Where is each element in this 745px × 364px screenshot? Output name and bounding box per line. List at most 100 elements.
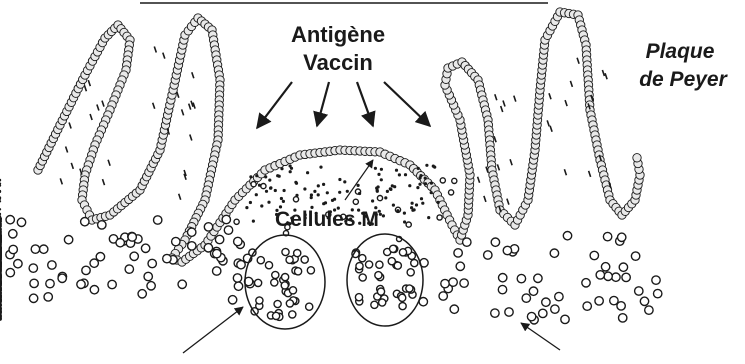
antigen-particle <box>380 178 383 181</box>
lymphocyte <box>0 178 457 183</box>
lymphocyte <box>0 189 361 194</box>
antigen-particle <box>433 166 436 169</box>
lymphocyte <box>0 315 569 323</box>
antigen-particle <box>319 166 322 169</box>
villus-cell-mark <box>495 94 497 100</box>
antigen-particle <box>417 167 420 170</box>
antigen-particle <box>384 196 387 199</box>
villus-cell-mark <box>103 179 105 185</box>
lymphocyte <box>0 294 38 302</box>
lymphocyte <box>0 297 649 305</box>
antigen-particle <box>326 191 329 194</box>
lymphocyte <box>0 196 383 201</box>
lymphocyte <box>0 280 116 288</box>
villus-cell-mark <box>153 103 155 109</box>
lymphocyte <box>0 228 196 236</box>
lymphocyte <box>0 219 239 224</box>
antigen-particle <box>403 212 406 215</box>
antigen-particle <box>245 206 248 209</box>
antigen-particle <box>380 168 383 171</box>
lymphocyte <box>0 258 395 265</box>
arrow-to-dome-left <box>317 82 329 126</box>
antigen-particle <box>295 194 298 197</box>
antigen-particle <box>346 190 349 193</box>
villus-cell-mark <box>80 169 82 175</box>
antigen-particle <box>278 175 281 178</box>
lymphocyte <box>0 293 52 301</box>
antigen-particle <box>382 214 385 217</box>
antigen-particle <box>419 176 422 179</box>
antigen-particle <box>403 220 406 223</box>
arrow-to-villus-left <box>257 82 292 128</box>
villus-cell-mark <box>605 73 607 79</box>
lymphocyte <box>0 310 282 317</box>
antigen-particle <box>404 173 407 176</box>
antigen-particle <box>424 182 427 185</box>
villus-cell-mark <box>589 171 591 177</box>
villus-cell-mark <box>507 199 509 205</box>
lymphocyte <box>0 292 563 300</box>
antigen-particle <box>306 171 309 174</box>
antigen-particle <box>376 189 379 192</box>
lymphocyte <box>0 280 85 288</box>
villus-cell-mark <box>550 126 552 132</box>
lymphocyte <box>0 235 118 243</box>
villus-cell-mark <box>69 123 71 129</box>
antigen-particle <box>408 184 411 187</box>
antigen-particle <box>282 200 285 203</box>
antigen-particle <box>357 184 360 187</box>
lymphocyte <box>0 261 400 268</box>
antigen-particle <box>421 202 424 205</box>
antigen-particle <box>338 178 341 181</box>
lymphocyte <box>0 303 313 310</box>
antigen-particle <box>310 196 313 199</box>
lymphocyte <box>0 290 400 297</box>
lymphocyte <box>0 294 406 301</box>
lymphocyte <box>0 300 281 307</box>
follicle-right <box>347 234 423 326</box>
lymphocyte <box>0 239 124 247</box>
antigen-particle <box>413 208 416 211</box>
antigen-particle <box>338 191 341 194</box>
lymphocyte <box>0 236 402 241</box>
villus-cell-mark <box>478 177 480 183</box>
villus-cell-mark <box>547 120 549 126</box>
antigen-particle <box>358 192 361 195</box>
lymphocyte <box>0 252 138 260</box>
antigen-particle <box>255 193 258 196</box>
lymphocyte <box>0 276 660 284</box>
antigen-particle <box>420 197 423 200</box>
lymphocyte <box>0 285 413 292</box>
villus-cell-mark <box>565 100 567 106</box>
antigen-particle <box>258 184 261 187</box>
villus-cell-mark <box>88 80 90 86</box>
lymphocyte <box>0 309 499 317</box>
lymphocyte <box>0 290 146 298</box>
lymphocyte <box>0 294 363 301</box>
villus-cell-mark <box>182 109 184 115</box>
lymphocyte <box>0 262 273 269</box>
antigen-particle <box>274 189 277 192</box>
arrow-to-villus-right <box>384 82 430 126</box>
lymphocyte <box>0 249 559 257</box>
lymphocyte <box>0 260 22 268</box>
lymphocyte <box>0 237 128 245</box>
lymphocyte <box>0 288 385 295</box>
lymphocyte <box>0 299 386 306</box>
lymphocyte <box>0 237 180 245</box>
villus-cell-mark <box>564 169 566 175</box>
lymphocyte <box>0 260 418 267</box>
antigen-particle <box>317 184 320 187</box>
villus-cell-mark <box>193 103 195 109</box>
antigen-particle <box>269 186 272 189</box>
lymphocyte <box>0 261 56 269</box>
antigen-particle <box>398 173 401 176</box>
lymphocyte <box>0 233 626 241</box>
villus-cell-mark <box>177 92 179 98</box>
antigen-particle <box>415 203 418 206</box>
antigen-particle <box>377 185 380 188</box>
lymphocyte <box>0 248 517 256</box>
lymphocyte <box>0 312 275 319</box>
lymphocyte <box>0 242 196 250</box>
antigen-particle <box>427 216 430 219</box>
